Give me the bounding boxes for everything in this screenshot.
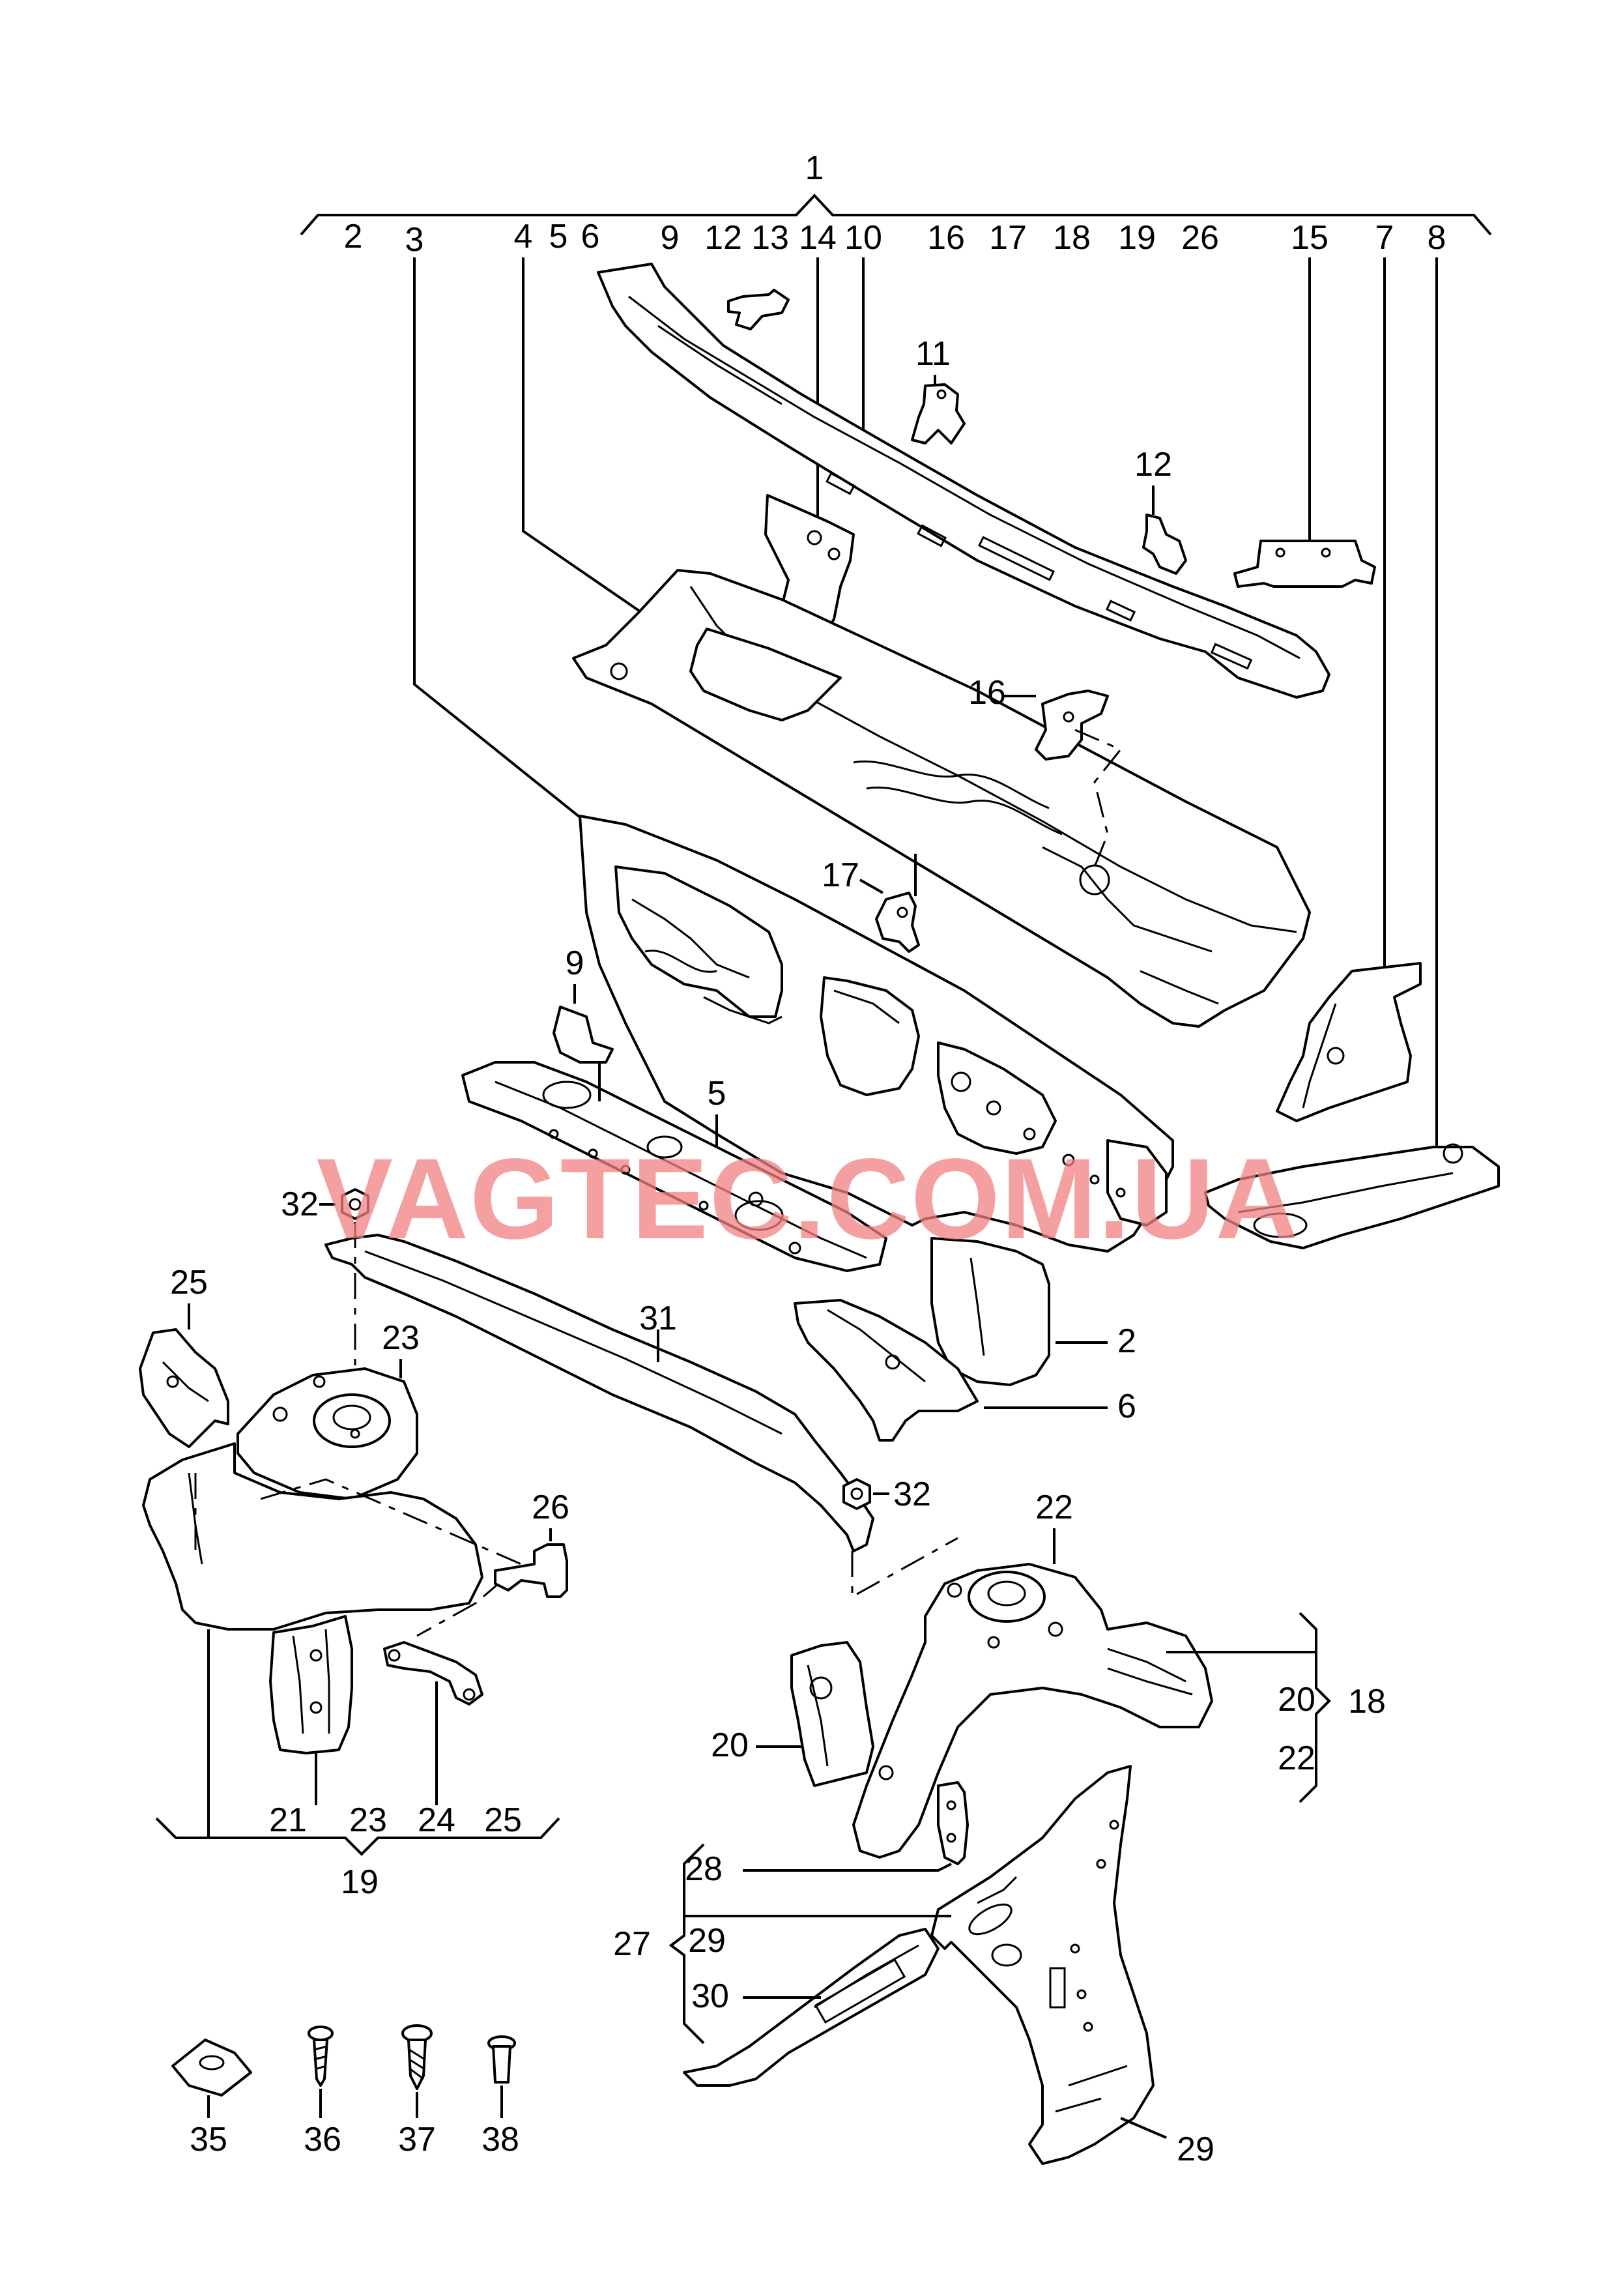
callout-top-16: 16	[927, 219, 965, 257]
part-24-bracket	[383, 1641, 483, 1706]
part-32-nut-lower	[842, 1478, 958, 1599]
part-22-strut-tower-right	[852, 1528, 1213, 1859]
callout-37: 37	[398, 2121, 436, 2158]
part-11-bracket	[911, 375, 966, 444]
callout-29-group: 29	[688, 1922, 726, 1960]
callout-top-15: 15	[1291, 219, 1329, 257]
callout-top-14: 14	[799, 219, 837, 257]
callout-top-10: 10	[844, 219, 882, 257]
part-16-bracket	[1003, 690, 1123, 867]
callout-25-group: 25	[484, 1801, 522, 1839]
part-5-crossmember	[461, 1061, 887, 1272]
callout-23: 23	[382, 1319, 420, 1357]
callout-6: 6	[1117, 1388, 1136, 1425]
part-9-bracket	[553, 984, 614, 1064]
part-13-bracket	[727, 289, 790, 330]
callout-21: 21	[269, 1801, 307, 1839]
part-8-bracket	[1204, 1143, 1500, 1249]
part-2-cover	[930, 1237, 1108, 1386]
callout-36: 36	[304, 2121, 341, 2158]
callout-top-2: 2	[344, 218, 363, 255]
part-25-bracket	[139, 1303, 229, 1448]
callout-19: 19	[341, 1863, 379, 1901]
callout-top-12: 12	[704, 219, 742, 257]
callout-top-9: 9	[661, 219, 680, 257]
callout-top-6: 6	[581, 218, 600, 255]
part-21-reinforcement	[269, 1615, 353, 1754]
callout-9: 9	[566, 944, 584, 982]
callout-12: 12	[1134, 446, 1172, 484]
callout-29: 29	[1177, 2130, 1214, 2168]
fastener-labels: 35 36 37 38	[190, 2121, 519, 2158]
callout-1: 1	[805, 149, 824, 187]
part-15-bracket	[1233, 540, 1376, 588]
callout-top-5: 5	[549, 218, 568, 255]
callout-30: 30	[691, 1977, 729, 2015]
part-17-bracket	[859, 854, 920, 953]
callout-top-26: 26	[1181, 219, 1219, 257]
group-bracket-19	[155, 1629, 560, 1856]
part-7-bracket	[1276, 962, 1422, 1122]
callout-top-18: 18	[1053, 219, 1091, 257]
callout-20-group: 20	[1278, 1681, 1315, 1719]
callout-2: 2	[1117, 1322, 1136, 1360]
callout-26: 26	[532, 1489, 569, 1526]
callout-top-7: 7	[1375, 219, 1394, 257]
part-12-bracket	[1142, 486, 1187, 575]
callout-top-8: 8	[1428, 219, 1446, 257]
callout-35: 35	[190, 2121, 227, 2158]
top-callout-row: 2 3 4 5 6 9 12 13 14 10 16 17 18 19 26 1…	[344, 218, 1446, 259]
callout-top-17: 17	[989, 219, 1027, 257]
part-29-inner-panel	[930, 1765, 1155, 2165]
part-32-nut-upper	[319, 1188, 369, 1220]
part-10-cowl-upper	[597, 263, 1330, 699]
part-28-bracket	[743, 1781, 969, 1872]
callout-23-group: 23	[349, 1801, 387, 1839]
part-36-screw	[308, 2026, 334, 2118]
callout-24: 24	[418, 1801, 455, 1839]
callout-top-19: 19	[1118, 219, 1156, 257]
callout-38: 38	[481, 2121, 519, 2158]
part-30-member	[683, 1928, 940, 2087]
callout-31: 31	[639, 1300, 677, 1337]
callout-25: 25	[170, 1264, 208, 1301]
part-35-cage-nut	[171, 2039, 252, 2118]
part-23-strut-tower	[237, 1359, 418, 1500]
callout-22-group: 22	[1278, 1739, 1315, 1777]
part-38-stud	[487, 2035, 516, 2118]
callout-32a: 32	[281, 1185, 319, 1223]
part-37-bolt	[401, 2024, 433, 2118]
callout-32b: 32	[893, 1475, 931, 1513]
part-3-bulkhead	[579, 815, 1174, 1253]
callout-5: 5	[708, 1075, 726, 1112]
callout-top-4: 4	[514, 218, 533, 255]
part-26-bracket	[494, 1528, 568, 1598]
callout-17: 17	[822, 856, 859, 894]
watermark-text: VAGTEC.COM.UA	[317, 1135, 1300, 1263]
callout-11: 11	[915, 335, 951, 373]
callout-top-13: 13	[751, 219, 789, 257]
callout-18: 18	[1348, 1683, 1386, 1721]
part-4-plenum-panel	[572, 569, 1311, 1028]
group-19-labels: 21 23 24 25	[269, 1801, 522, 1839]
top-leaders	[413, 257, 1438, 1147]
callout-27: 27	[613, 1925, 651, 1963]
callout-16: 16	[968, 674, 1006, 712]
callout-top-3: 3	[405, 221, 424, 259]
part-6-plate	[794, 1299, 1108, 1442]
callout-20: 20	[711, 1726, 749, 1764]
group-bracket-18	[1166, 1612, 1331, 1803]
group-bracket-1	[300, 194, 1492, 236]
callout-22: 22	[1035, 1489, 1073, 1526]
part-29-leader	[1120, 2117, 1167, 2139]
group-bracket-27	[668, 1843, 951, 2044]
part-20-reinforcement	[756, 1641, 874, 1787]
